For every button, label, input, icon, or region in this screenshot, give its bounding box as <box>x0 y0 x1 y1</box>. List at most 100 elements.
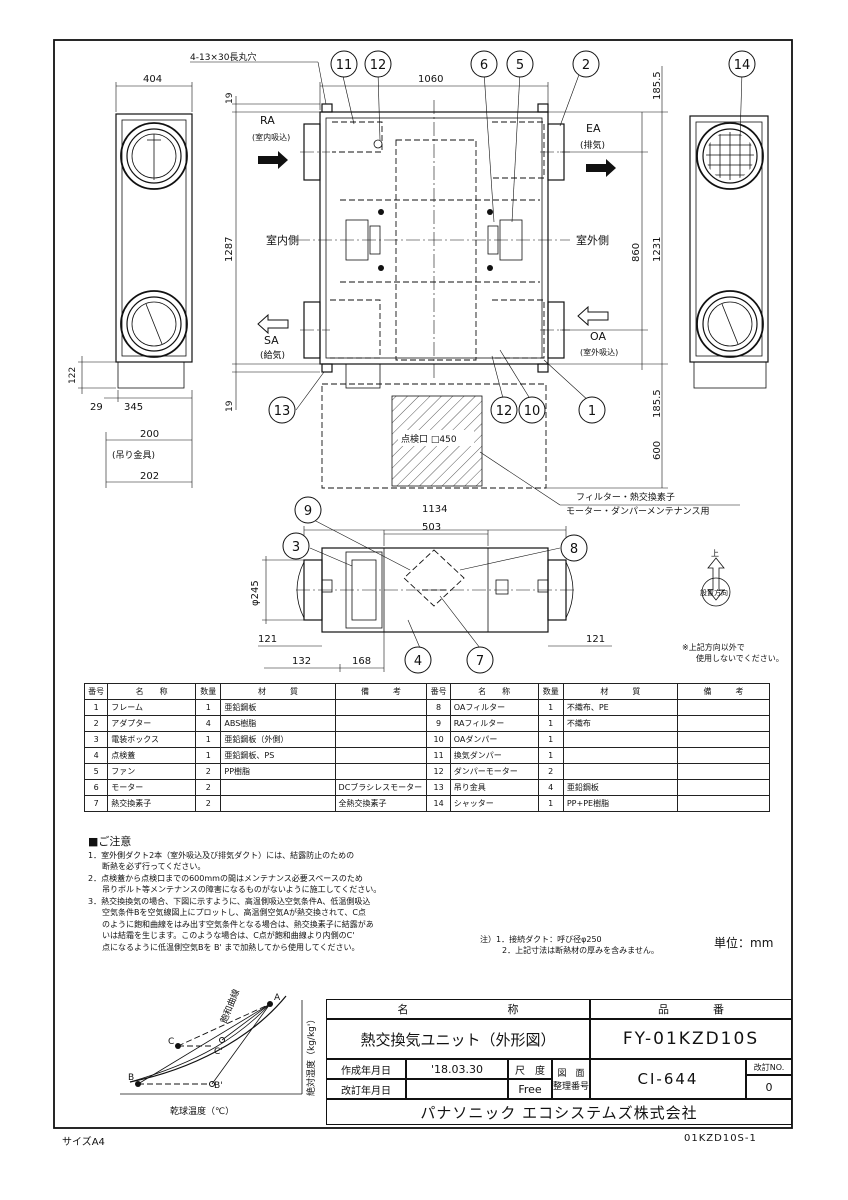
ea-label: EA <box>586 122 601 135</box>
note-1a: 1．室外側ダクト2本（室外吸込及び排気ダクト）には、結露防止のための <box>88 850 355 860</box>
dim-1134: 1134 <box>422 504 447 515</box>
table-cell <box>677 779 770 796</box>
table-cell <box>334 731 428 748</box>
balloon-label: 9 <box>304 504 312 519</box>
table-cell: 14 <box>426 795 451 812</box>
balloon: 12 <box>490 396 518 424</box>
table-cell: シャッター <box>449 795 539 812</box>
balloon: 10 <box>518 396 546 424</box>
point-b: B <box>128 1073 134 1083</box>
tb-rev-label: 改訂年月日 <box>326 1079 406 1099</box>
table-cell: 11 <box>426 747 451 764</box>
point-b-prime: B' <box>214 1081 223 1091</box>
table-cell: 1 <box>537 795 564 812</box>
table-cell: 2 <box>195 795 222 812</box>
note-3a: 3．熱交換換気の場合、下図に示すように、高温側吸込空気条件A、低温側吸込 <box>88 896 371 906</box>
dim-122: 122 <box>68 367 78 384</box>
caution-notes: ■ご注意 1．室外側ダクト2本（室外吸込及び排気ダクト）には、結露防止のための … <box>88 836 448 953</box>
balloon: 8 <box>560 534 588 562</box>
balloon: 13 <box>268 396 296 424</box>
header-material-1: 材 質 <box>220 683 336 700</box>
plan-view <box>190 61 740 506</box>
balloon-label: 3 <box>292 540 300 555</box>
point-a: A <box>274 993 281 1003</box>
balloon-label: 5 <box>516 58 524 73</box>
table-cell: 全熱交換素子 <box>334 795 428 812</box>
header-qty-1: 数量 <box>195 683 222 700</box>
balloon: 1 <box>578 396 606 424</box>
table-cell: ABS樹脂 <box>220 715 336 732</box>
table-cell: 4 <box>537 779 564 796</box>
point-c-prime: C' <box>214 1047 223 1057</box>
balloon: 3 <box>282 532 310 560</box>
table-cell: 点検蓋 <box>107 747 197 764</box>
table-cell: PP樹脂 <box>220 763 336 780</box>
header-remarks-2: 備 考 <box>677 683 770 700</box>
balloon-label: 4 <box>414 654 422 669</box>
header-name-2: 名 称 <box>449 683 539 700</box>
table-cell: 9 <box>426 715 451 732</box>
tb-made-label: 作成年月日 <box>326 1059 406 1079</box>
balloon: 5 <box>506 50 534 78</box>
parts-table-header: 番号 名 称 数量 材 質 備 考 番号 名 称 数量 材 質 備 考 <box>83 683 770 700</box>
table-cell: 12 <box>426 763 451 780</box>
table-cell <box>677 715 770 732</box>
tb-revno-label: 改訂NO. <box>746 1059 792 1075</box>
table-cell <box>677 763 770 780</box>
table-cell: 亜鉛鋼板 <box>220 699 336 716</box>
tb-drawing-labels: 図 面整理番号 <box>552 1059 590 1099</box>
note-2b: 吊りボルト等メンテナンスの障害になるものがないように施工してください。 <box>102 885 382 894</box>
table-cell <box>562 731 679 748</box>
outdoor-label: 室外側 <box>576 233 609 247</box>
ra-label: RA <box>260 114 275 127</box>
dim-185-5-top: 185.5 <box>652 71 663 100</box>
table-cell: 4 <box>195 715 222 732</box>
dim-503: 503 <box>422 522 441 533</box>
table-cell: 1 <box>537 715 564 732</box>
tb-made-date: '18.03.30 <box>406 1059 508 1079</box>
orientation-up: 上 <box>711 549 719 558</box>
table-cell: ファン <box>107 763 197 780</box>
balloon-label: 12 <box>370 58 387 73</box>
notes-title: ■ご注意 <box>88 835 132 848</box>
table-cell: 10 <box>426 731 451 748</box>
duct-note-1: 注）1．接続ダクト：呼び径φ250 <box>480 935 602 944</box>
table-cell: 不織布、PE <box>562 699 679 716</box>
table-cell: ダンパーモーター <box>449 763 539 780</box>
table-cell: 1 <box>537 731 564 748</box>
dim-132: 132 <box>292 656 311 667</box>
table-cell: 1 <box>195 747 222 764</box>
psychrometric-chart <box>120 995 303 1095</box>
ea-sublabel: (排気) <box>580 139 605 151</box>
header-material-2: 材 質 <box>562 683 679 700</box>
oa-sublabel: (室外吸込) <box>580 347 618 357</box>
table-cell: OAダンパー <box>449 731 539 748</box>
table-cell: 2 <box>83 715 109 732</box>
table-cell: 2 <box>195 763 222 780</box>
table-cell: 換気ダンパー <box>449 747 539 764</box>
table-cell: 6 <box>83 779 109 796</box>
balloon-group <box>295 71 743 649</box>
front-view <box>258 526 612 672</box>
table-cell: OAフィルター <box>449 699 539 716</box>
oa-label: OA <box>590 330 606 343</box>
balloon-label: 11 <box>336 58 353 73</box>
table-cell: 1 <box>195 699 222 716</box>
header-remarks-1: 備 考 <box>334 683 428 700</box>
point-c: C <box>168 1037 174 1047</box>
orientation-symbol <box>701 557 731 607</box>
table-cell <box>562 763 679 780</box>
dim-29: 29 <box>90 402 103 413</box>
psychro-ylabel: 絶対湿度（kg/kg'） <box>305 1015 317 1096</box>
tb-product-code: FY-01KZD10S <box>590 1019 792 1059</box>
table-cell <box>334 747 428 764</box>
dim-1060: 1060 <box>418 74 443 85</box>
table-cell <box>677 699 770 716</box>
